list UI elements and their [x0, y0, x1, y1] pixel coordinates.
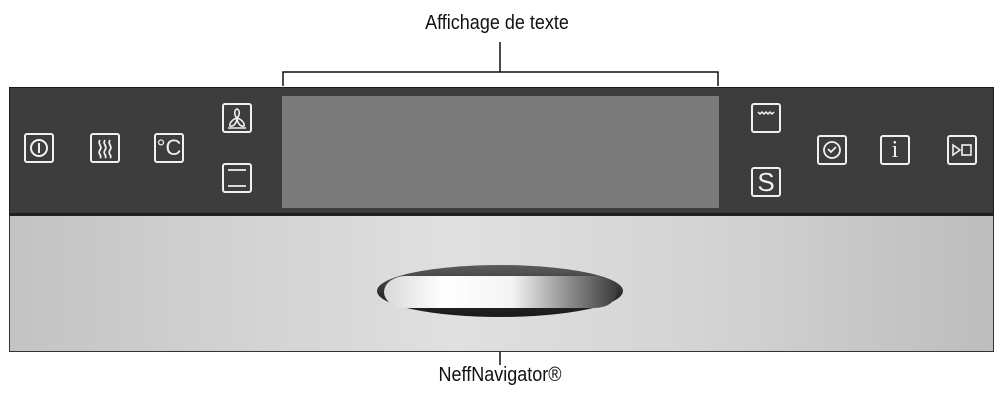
top-bottom-heat-button[interactable]: [222, 163, 252, 193]
fan-button[interactable]: [222, 103, 252, 133]
navigator-caption: NeffNavigator®: [438, 364, 562, 386]
heating-icon: [98, 139, 112, 159]
clock-icon: [823, 141, 841, 159]
info-button[interactable]: i: [880, 135, 910, 165]
navigator-knob-highlight: [384, 276, 617, 308]
s-icon: S: [757, 167, 775, 197]
temperature-button[interactable]: °C: [154, 133, 184, 163]
text-display: [282, 96, 719, 208]
fan-icon: [228, 108, 246, 129]
power-icon: [30, 139, 48, 157]
play-stop-icon: [952, 143, 972, 157]
display-bracket: [282, 71, 719, 86]
clock-button[interactable]: [817, 135, 847, 165]
text-display-caption: Affichage de texte: [425, 12, 569, 34]
s-button[interactable]: S: [751, 167, 781, 197]
heating-mode-button[interactable]: [90, 133, 120, 163]
grill-icon: [757, 110, 775, 116]
play-stop-button[interactable]: [947, 135, 977, 165]
info-icon: i: [891, 137, 899, 163]
top-bottom-heat-icon: [228, 169, 246, 187]
grill-button[interactable]: [751, 103, 781, 133]
power-button[interactable]: [24, 133, 54, 163]
temperature-icon: °C: [156, 135, 182, 160]
